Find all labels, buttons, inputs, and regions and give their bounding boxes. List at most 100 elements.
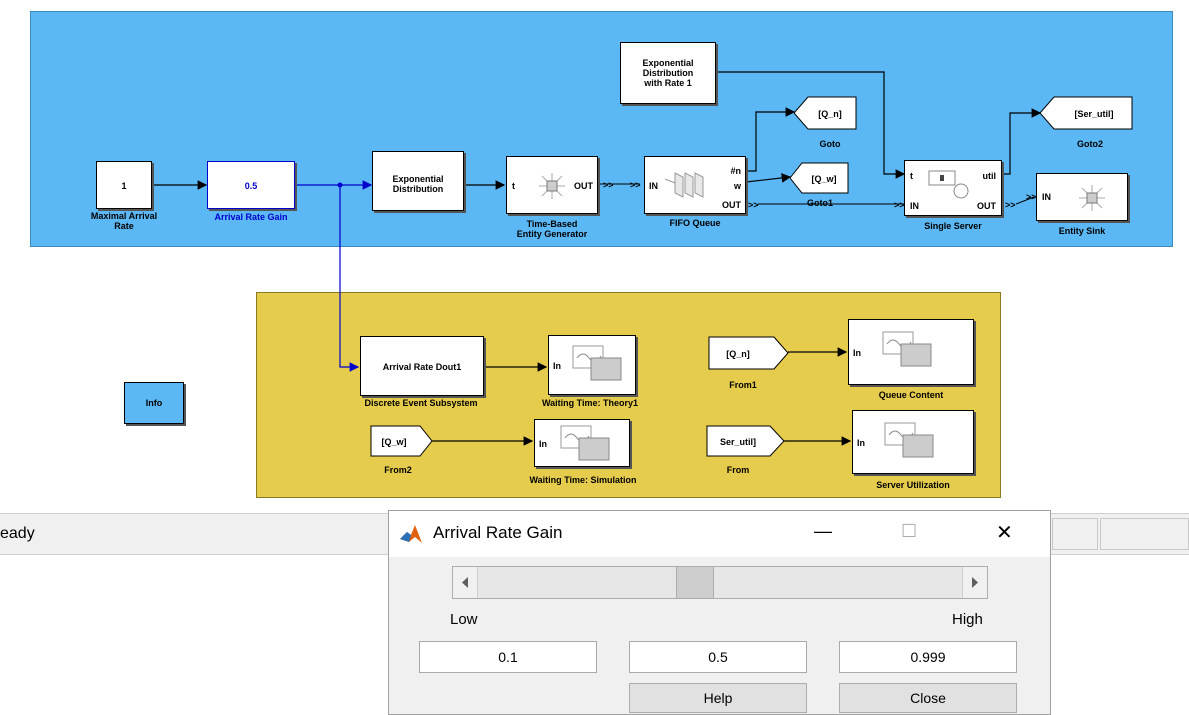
fifo-queue-label: FIFO Queue [669,218,721,228]
from1-block[interactable]: [Q_n] [708,336,790,370]
high-value-field[interactable]: 0.999 [839,641,1017,673]
from1-tag: [Q_n] [726,349,750,359]
server-icon [928,170,969,199]
sink-icon [1079,185,1105,211]
svg-text:>>: >> [630,180,641,190]
waiting-time-theory1-label: Waiting Time: Theory1 [541,398,638,408]
help-button[interactable]: Help [629,683,807,713]
gain-slider[interactable] [452,566,988,599]
label-line: Entity Generator [516,229,588,239]
goto2-label: Goto2 [1077,139,1103,149]
in-port-t: t [512,181,515,191]
in-port: In [857,438,865,448]
in-port: IN [910,201,919,211]
server-utilization-scope[interactable]: In [852,410,974,474]
t-port: t [910,171,913,181]
time-based-entity-generator-block[interactable]: t OUT [506,156,598,214]
arrival-rate-gain-label: Arrival Rate Gain [214,212,288,222]
arrival-rate-gain-block[interactable]: 0.5 [207,161,295,209]
status-panel [1100,518,1189,550]
maximize-button[interactable]: ☐ [901,521,918,541]
queue-content-scope[interactable]: In [848,319,974,385]
from-label: From [726,465,750,475]
entity-sink-block[interactable]: IN [1036,173,1128,221]
right-arrow-icon [972,577,978,588]
exponential-distribution-block[interactable]: Exponential Distribution [372,151,464,211]
low-value-field[interactable]: 0.1 [419,641,597,673]
from2-label: From2 [384,465,412,475]
out-port: OUT [977,201,996,211]
high-label: High [952,611,983,628]
in-port: In [539,439,547,449]
text-line: Exponential [642,58,694,68]
from-block[interactable]: Ser_util] [706,425,786,457]
waiting-time-theory1-scope[interactable]: In [548,335,636,395]
scope-icon [882,331,932,367]
scroll-left-button[interactable] [453,567,478,598]
close-button[interactable]: Close [839,683,1017,713]
port-n: #n [730,166,741,176]
label-line: Maximal Arrival [90,211,158,221]
generator-icon [539,173,565,199]
maximal-arrival-rate-block[interactable]: 1 [96,161,152,209]
close-window-button[interactable]: ✕ [996,522,1013,544]
svg-text:>>: >> [603,180,614,190]
info-block[interactable]: Info [124,382,184,424]
info-text: Info [145,398,163,408]
status-text: eady [0,525,35,542]
arrival-rate-gain-dialog: Arrival Rate Gain — ☐ ✕ Low High 0.1 0.5… [388,510,1051,715]
block-text: Exponential Distribution with Rate 1 [621,58,715,88]
dialog-title-bar: Arrival Rate Gain — ☐ ✕ [389,511,1050,557]
port-w: w [733,181,741,191]
maximal-arrival-rate-label: Maximal Arrival Rate [72,211,176,231]
out-port: OUT [574,181,593,191]
fifo-queue-block[interactable]: IN #n w OUT [644,156,746,214]
scope-icon [884,422,934,458]
waiting-time-simulation-label: Waiting Time: Simulation [529,475,637,485]
text-line: with Rate 1 [644,78,692,88]
dialog-title: Arrival Rate Gain [433,523,563,542]
left-arrow-icon [462,577,468,588]
out-port: OUT [722,200,741,210]
in-port: In [553,361,561,371]
in-port: IN [649,181,658,191]
subsystem-text: Arrival Rate Dout1 [382,362,462,372]
text-line: Distribution [392,184,444,194]
in-port: In [853,348,861,358]
util-port: util [982,171,997,181]
exponential-distribution-rate1-block[interactable]: Exponential Distribution with Rate 1 [620,42,716,104]
slider-thumb[interactable] [676,567,715,598]
queue-content-label: Queue Content [878,390,944,400]
svg-text:>>: >> [748,200,759,210]
svg-text:>>: >> [894,200,905,210]
server-utilization-label: Server Utilization [876,480,950,490]
entity-sink-label: Entity Sink [1058,226,1106,236]
svg-text:>>: >> [1026,192,1037,202]
goto-block[interactable]: [Q_n] [794,96,858,130]
text-line: Exponential [392,174,444,184]
gain-value: 0.5 [244,181,258,191]
single-server-block[interactable]: t util IN OUT [904,160,1002,216]
goto-label: Goto [819,139,841,149]
single-server-label: Single Server [924,221,982,231]
goto-tag: [Q_n] [818,109,842,119]
matlab-icon [400,525,422,543]
minimize-button[interactable]: — [814,521,832,541]
waiting-time-simulation-scope[interactable]: In [534,419,630,467]
goto1-block[interactable]: [Q_w] [790,162,850,194]
scope-icon [560,425,610,461]
label-line: Rate [114,221,134,231]
constant-value: 1 [121,181,127,191]
status-panel [1052,518,1098,550]
block-text: Exponential Distribution [373,174,463,194]
scroll-right-button[interactable] [962,567,987,598]
current-value-field[interactable]: 0.5 [629,641,807,673]
from-tag: Ser_util] [720,437,756,447]
discrete-event-subsystem-block[interactable]: Arrival Rate Dout1 [360,336,484,396]
goto1-label: Goto1 [807,198,833,208]
goto2-block[interactable]: [Ser_util] [1040,96,1134,130]
in-port: IN [1042,192,1051,202]
text-line: Distribution [642,68,694,78]
from2-block[interactable]: [Q_w] [370,425,434,457]
